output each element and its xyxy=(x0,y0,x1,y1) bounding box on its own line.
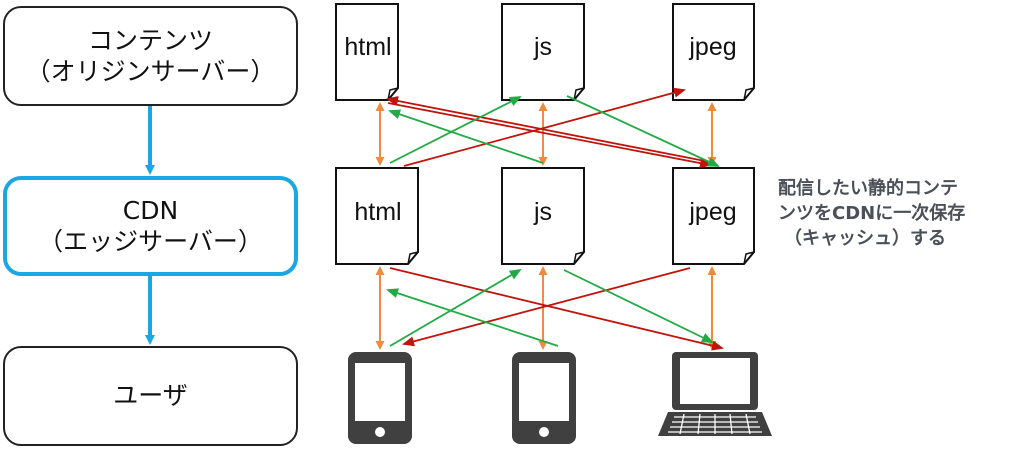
red-arrow xyxy=(386,96,711,163)
note-line-2: ンツをCDNに一次保存 xyxy=(778,203,966,225)
green-arrow xyxy=(389,268,522,347)
origin-title: コンテンツ xyxy=(87,25,213,55)
green-arrow xyxy=(566,95,720,167)
origin-file-jpeg-label: jpeg xyxy=(689,33,737,61)
cdn-file-jpeg-label: jpeg xyxy=(689,198,737,226)
cdn-file-html-label: html xyxy=(354,198,402,226)
green-arrow xyxy=(563,269,714,343)
smartphone-icon xyxy=(512,352,576,444)
file-cdn-html xyxy=(335,167,419,265)
user-title: ユーザ xyxy=(113,381,188,411)
cdn-title: CDN xyxy=(122,195,179,225)
file-cdn-js xyxy=(501,167,585,265)
cdn-file-js-label: js xyxy=(533,198,553,226)
file-origin-html xyxy=(335,3,399,101)
file-origin-js xyxy=(501,3,585,101)
laptop-icon xyxy=(658,352,772,436)
origin-file-js-label: js xyxy=(533,33,553,61)
note-line-3: （キャッシュ）する xyxy=(784,228,946,250)
origin-server-box: コンテンツ （オリジンサーバー） xyxy=(3,6,298,106)
file-cdn-jpeg xyxy=(672,167,755,265)
green-arrow xyxy=(388,109,544,164)
user-box: ユーザ xyxy=(3,346,298,446)
origin-subtitle: （オリジンサーバー） xyxy=(25,57,276,86)
red-arrow xyxy=(402,267,691,347)
cdn-description-note: 配信したい静的コンテ ンツをCDNに一次保存 （キャッシュ）する xyxy=(778,176,1018,252)
green-arrow xyxy=(389,96,522,164)
cdn-subtitle: （エッジサーバー） xyxy=(38,227,263,256)
note-line-1: 配信したい静的コンテ xyxy=(778,178,958,199)
smartphone-icon xyxy=(348,352,412,444)
cdn-edge-server-box: CDN （エッジサーバー） xyxy=(3,176,298,276)
red-arrow xyxy=(403,87,686,167)
red-arrow xyxy=(389,267,724,351)
green-arrow xyxy=(386,288,559,347)
origin-file-html-label: html xyxy=(344,33,392,61)
red-arrow xyxy=(387,102,712,169)
file-origin-jpeg xyxy=(672,3,755,101)
